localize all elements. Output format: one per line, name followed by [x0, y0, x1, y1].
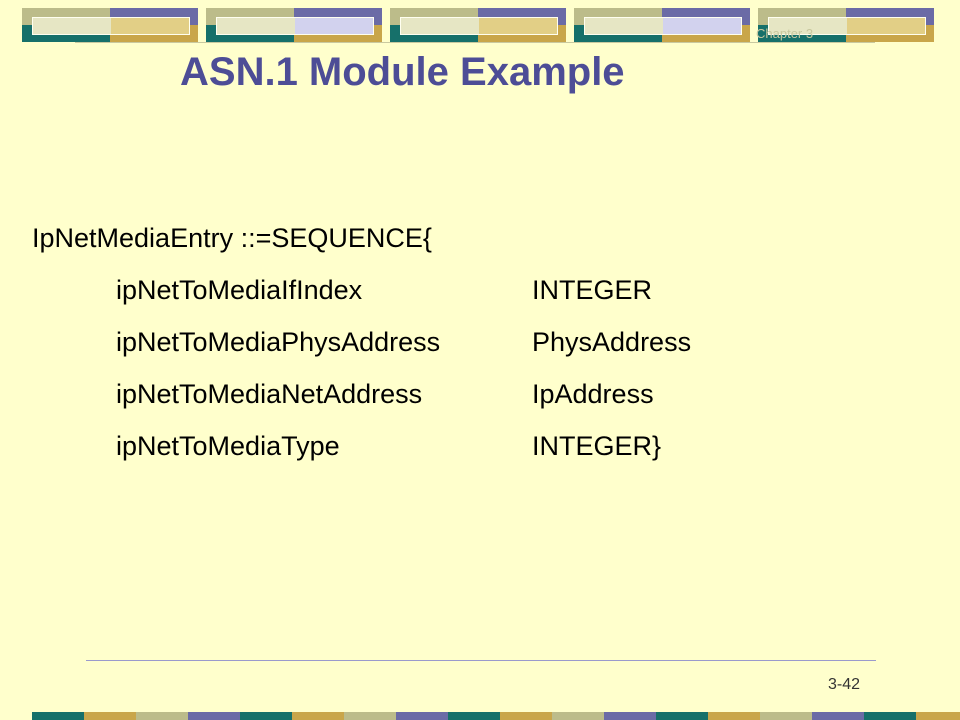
bar-segment — [708, 712, 760, 720]
banner-tile — [758, 8, 934, 42]
banner-tile — [206, 8, 382, 42]
bar-segment — [32, 712, 84, 720]
bar-segment — [292, 712, 344, 720]
code-row: ipNetToMediaType INTEGER} — [32, 420, 661, 472]
code-row: ipNetToMediaIfIndex INTEGER — [32, 264, 652, 316]
bar-segment — [552, 712, 604, 720]
field-name: ipNetToMediaNetAddress — [116, 379, 423, 409]
code-row: ipNetToMediaNetAddress IpAddress — [32, 368, 654, 420]
banner-tile — [574, 8, 750, 42]
bar-segment — [188, 712, 240, 720]
bar-segment — [448, 712, 500, 720]
field-name: ipNetToMediaPhysAddress — [116, 327, 441, 357]
bar-segment — [812, 712, 864, 720]
banner-tile — [22, 8, 198, 42]
field-name: ipNetToMediaIfIndex — [116, 275, 363, 305]
bar-segment — [864, 712, 916, 720]
field-name: ipNetToMediaType — [116, 431, 340, 461]
bar-segment — [500, 712, 552, 720]
code-row: ipNetToMediaPhysAddress PhysAddress — [32, 316, 691, 368]
field-type: INTEGER — [532, 275, 653, 305]
bar-segment — [84, 712, 136, 720]
field-type: PhysAddress — [532, 327, 692, 357]
bar-segment — [136, 712, 188, 720]
page-number: 3-42 — [828, 676, 861, 693]
bottom-rule — [86, 660, 876, 661]
code-block: IpNetMediaEntry ::=SEQUENCE{ ipNetToMedi… — [32, 212, 691, 472]
field-type: INTEGER} — [532, 431, 662, 461]
top-decorative-banner — [22, 8, 936, 42]
bar-segment — [240, 712, 292, 720]
bar-segment — [396, 712, 448, 720]
banner-rule — [75, 42, 875, 43]
bar-segment — [760, 712, 812, 720]
code-header-line: IpNetMediaEntry ::=SEQUENCE{ — [32, 212, 432, 264]
field-type: IpAddress — [532, 379, 654, 409]
bar-segment — [916, 712, 960, 720]
chapter-label: Chapter 3 — [756, 26, 814, 41]
bar-segment — [656, 712, 708, 720]
slide-title: ASN.1 Module Example — [180, 50, 625, 94]
bottom-decorative-bar — [32, 712, 960, 720]
bar-segment — [604, 712, 656, 720]
banner-tile — [390, 8, 566, 42]
bar-segment — [344, 712, 396, 720]
sequence-declaration: IpNetMediaEntry ::=SEQUENCE{ — [32, 223, 432, 253]
